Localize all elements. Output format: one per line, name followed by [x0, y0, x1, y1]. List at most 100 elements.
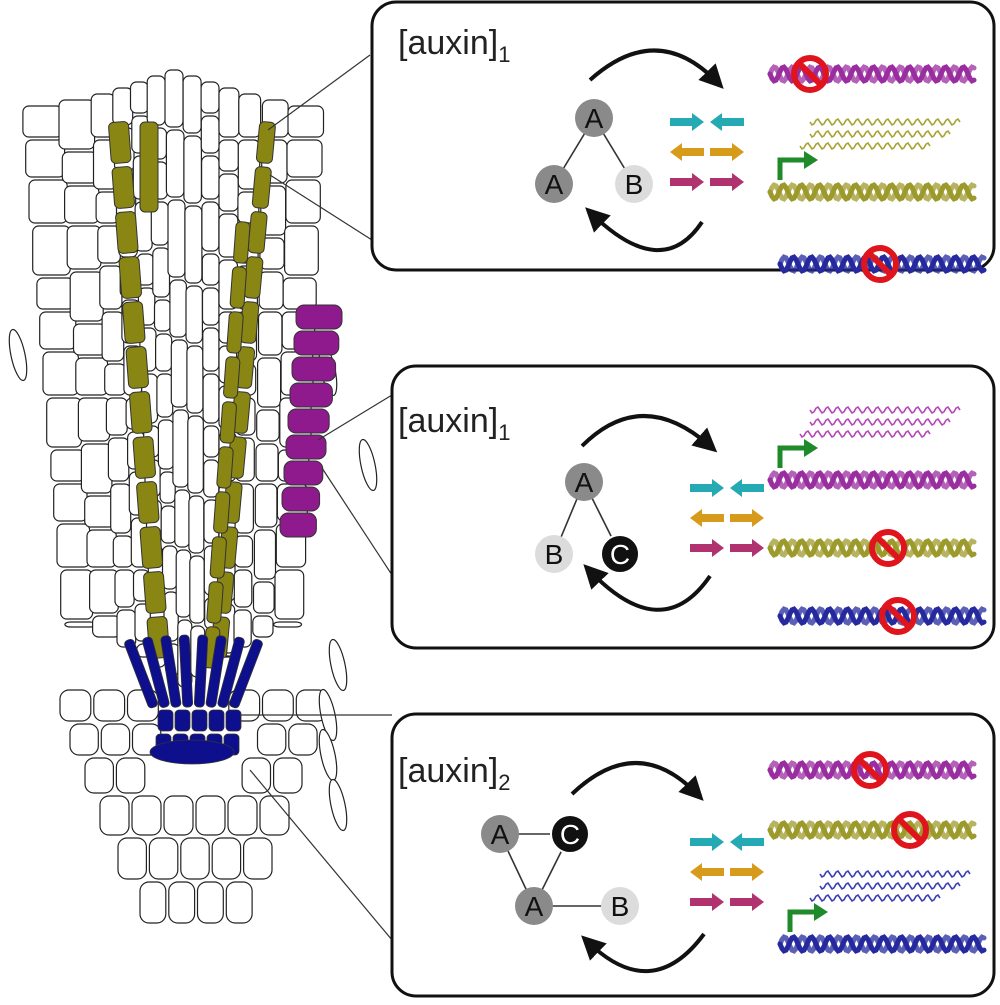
node-label: C: [610, 539, 630, 570]
cell: [131, 795, 162, 836]
element-arrow: [690, 509, 724, 527]
purple-cell: [289, 382, 333, 408]
olive-cell: [108, 121, 132, 164]
olive-cell: [125, 346, 149, 389]
blue-cell: [124, 638, 158, 709]
gene-olive: [767, 811, 977, 849]
cell: [58, 99, 96, 150]
dna-strand: [767, 470, 977, 490]
cell: [56, 523, 91, 568]
cell: [104, 363, 127, 396]
panel-frame: [390, 712, 996, 998]
cell: [84, 495, 116, 528]
cell: [196, 881, 224, 924]
cell: [257, 311, 283, 356]
blue-cell: [178, 634, 194, 708]
olive-cell: [213, 491, 231, 534]
blue-cell: [229, 638, 263, 709]
cell: [99, 795, 130, 836]
cell: [201, 201, 220, 252]
cell: [202, 327, 220, 372]
element-arrow: [690, 539, 724, 557]
cell: [182, 75, 202, 134]
purple-cell: [283, 460, 324, 486]
purple-cell: [281, 486, 321, 512]
cell: [282, 277, 317, 310]
auxin-level-label: [auxin]1: [398, 24, 510, 67]
node-circle: [535, 165, 573, 203]
blocked-transcription-icon: [869, 529, 907, 567]
node-circle: [601, 887, 639, 925]
cell: [164, 69, 184, 128]
promoter-head: [814, 903, 828, 921]
cell: [156, 373, 174, 418]
mrna-transcript: [819, 882, 961, 890]
cell: [241, 757, 272, 794]
olive-cell: [229, 266, 247, 309]
dna-helix: [777, 934, 987, 954]
cell: [88, 569, 119, 614]
olive-cell: [233, 221, 251, 264]
block-ring: [861, 245, 899, 283]
cell: [172, 409, 189, 488]
connector-line: [249, 769, 393, 941]
node-label: B: [611, 891, 630, 922]
element-arrow: [690, 863, 724, 881]
olive-cell: [111, 166, 135, 209]
blue-cell: [157, 709, 174, 732]
gene-purple: [767, 751, 977, 789]
cell: [170, 339, 188, 408]
protein-node-c: C: [550, 814, 590, 854]
cell: [202, 425, 220, 458]
element-arrow: [730, 539, 764, 557]
element-arrow: [730, 893, 764, 911]
element-arrow: [710, 173, 744, 191]
cell: [211, 837, 242, 880]
cell: [257, 357, 282, 408]
cell: [201, 155, 220, 200]
cell: [112, 535, 134, 568]
element-arrow: [670, 173, 704, 191]
cell: [117, 837, 147, 880]
cell: [146, 75, 166, 126]
block-slash: [857, 757, 883, 783]
cell: [165, 129, 185, 198]
protein-node-b: B: [601, 887, 639, 925]
cell: [155, 333, 173, 372]
cell: [254, 483, 278, 528]
cell: [80, 443, 113, 494]
block-ring: [869, 529, 907, 567]
cell: [25, 139, 66, 178]
cell: [153, 299, 172, 332]
cell: [238, 93, 262, 138]
olive-cell: [219, 401, 237, 444]
protein-node-a: A: [535, 165, 573, 203]
cell: [184, 205, 203, 284]
promoter-shaft: [787, 909, 816, 932]
cell: [227, 795, 258, 836]
cycle-arrow-icon: [585, 207, 704, 253]
olive-cell: [226, 311, 244, 354]
auxin-level-label: [auxin]1: [398, 402, 510, 445]
blue-cell: [149, 739, 235, 765]
cell: [286, 139, 323, 178]
cell: [148, 837, 179, 880]
protein-node-b: B: [615, 165, 653, 203]
protein-node-a: A: [515, 887, 553, 925]
gene-olive: [767, 529, 977, 567]
gene-blue: [777, 597, 987, 635]
cell: [60, 569, 94, 620]
cell: [115, 757, 146, 794]
olive-cell: [139, 526, 163, 569]
cell: [252, 615, 274, 638]
cell: [188, 495, 205, 554]
node-label: A: [545, 169, 564, 200]
cell: [218, 173, 239, 212]
cell: [195, 795, 226, 836]
cell: [32, 225, 71, 276]
olive-cell: [255, 121, 276, 164]
cell: [159, 471, 176, 504]
promoter-arrow-icon: [777, 439, 818, 468]
node-circle: [535, 535, 573, 573]
gene-purple: [767, 55, 977, 93]
